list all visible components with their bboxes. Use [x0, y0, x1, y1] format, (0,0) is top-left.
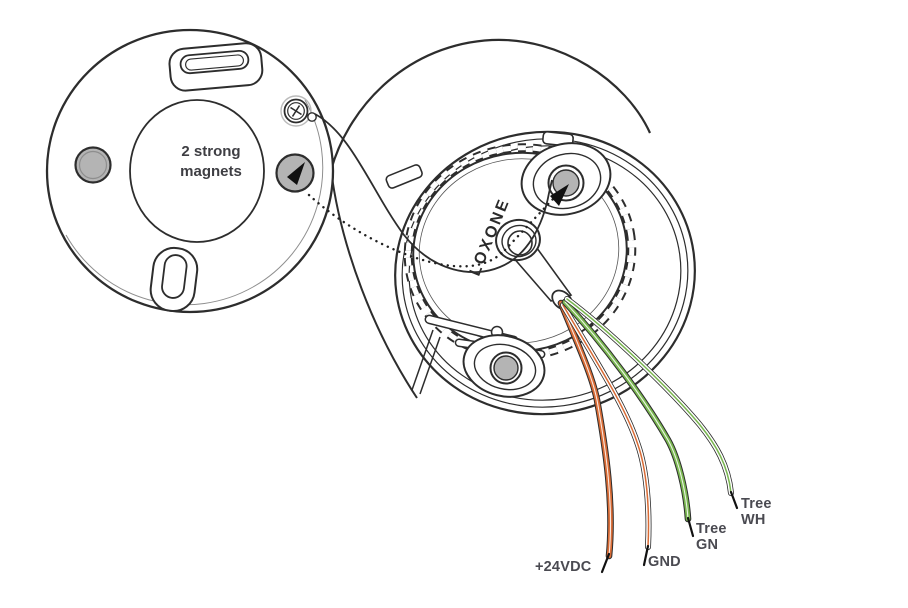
wire-tip	[600, 552, 611, 574]
wire-label-gnd: GND	[648, 554, 681, 570]
clip-arm-line-1	[411, 329, 434, 391]
wire-tip	[686, 516, 695, 538]
plate-outline	[45, 28, 335, 314]
wire-tree-gn	[561, 298, 695, 538]
screw-leader-nub	[307, 112, 317, 122]
plate-right-magnet	[275, 153, 315, 193]
plate-keyhole-slot	[149, 246, 199, 313]
device-bottom-magnet	[493, 355, 519, 381]
wire-label-24vdc: +24VDC	[535, 559, 592, 575]
clip-arm-line-2	[419, 336, 441, 395]
front-rim-inner	[408, 145, 682, 401]
plate-center-boss	[129, 99, 265, 243]
face-tab-left	[385, 164, 423, 189]
device-face-inner-line	[418, 158, 620, 344]
cylinder-side-edge	[330, 169, 418, 399]
device-bottom-magnet-recess	[462, 334, 546, 398]
wire-gnd	[560, 302, 652, 567]
wires	[557, 296, 739, 574]
screw-cross-2	[291, 105, 301, 117]
wire-tip	[642, 544, 650, 567]
mounting-plate	[45, 28, 335, 314]
magnet-align-arrow	[287, 162, 305, 185]
front-rim-mid	[401, 138, 689, 408]
alignment-annotations	[307, 113, 569, 273]
device-top-magnet-recess	[520, 142, 612, 216]
plate-left-magnet	[74, 146, 112, 184]
wire-tip	[729, 490, 739, 510]
screw-leader-curve	[314, 113, 553, 273]
device-top-magnet	[552, 169, 580, 197]
baseplate-annotation: 2 strong magnets	[180, 143, 242, 180]
wire-power-24vdc	[557, 299, 614, 574]
cable-hub	[495, 218, 573, 311]
device-magnet-arrow	[550, 184, 569, 206]
plate-bevel-edge	[65, 99, 324, 306]
cylinder-back-edge	[329, 38, 652, 171]
fixing-screw	[280, 95, 317, 127]
magnet-dotted-path	[307, 193, 505, 268]
wire-label-tree-wh: Tree WH	[741, 496, 772, 528]
hub-dotted-path	[503, 197, 555, 252]
wire-label-tree-gn: Tree GN	[696, 521, 727, 553]
wire-tree-wh	[564, 296, 739, 510]
device-cylinder: LOXONE	[329, 38, 696, 416]
plate-top-slot	[168, 42, 264, 92]
